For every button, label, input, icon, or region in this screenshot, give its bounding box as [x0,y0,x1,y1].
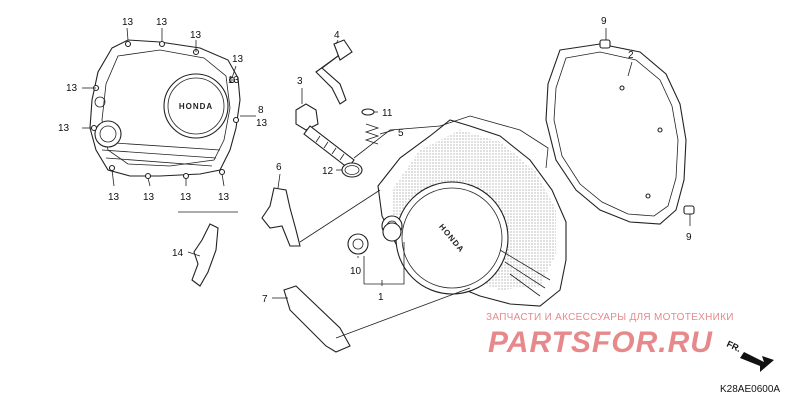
oil-filler-cap [295,103,355,169]
callout-13: 13 [256,118,268,129]
watermark: ЗАПЧАСТИ И АКСЕССУАРЫ ДЛЯ МОТОТЕХНИКИ PA… [486,312,734,359]
callout-13: 13 [143,192,155,203]
right-crankcase-cover: HONDA [377,115,567,307]
inset-brand-label: HONDA [179,102,213,111]
watermark-tagline: ЗАПЧАСТИ И АКСЕССУАРЫ ДЛЯ МОТОТЕХНИКИ [486,312,734,323]
oil-seal [347,233,369,255]
callout-13: 13 [108,192,120,203]
callout-13: 13 [58,123,70,134]
front-label: FR. [725,339,742,354]
spring-washer [361,108,375,116]
callout-1: 1 [378,292,384,303]
inset-cover-assembly: HONDA [89,39,241,180]
bearing-seal [382,222,402,242]
spring [364,123,380,145]
callout-13: 13 [156,17,168,28]
callout-13: 13 [122,17,134,28]
callout-14: 14 [172,248,184,259]
dowel-pin-upper [599,39,611,49]
callout-2: 2 [628,50,634,61]
callout-6: 6 [276,162,282,173]
callout-13: 13 [232,54,244,65]
callout-3: 3 [297,76,303,87]
front-arrow-icon [740,352,774,372]
callout-9: 9 [686,232,692,243]
callout-5: 5 [398,128,404,139]
callout-13: 13 [190,30,202,41]
diagram-code: K28AE0600A [720,384,780,395]
leader-lines [82,27,691,339]
callout-labels: 13 13 13 13 13 13 13 13 13 13 13 13 8 4 … [58,16,692,305]
callout-4: 4 [334,30,340,41]
callout-7: 7 [262,294,268,305]
o-ring [341,162,363,178]
bracket-7 [283,285,351,353]
callout-13: 13 [218,192,230,203]
bracket-6 [261,187,301,247]
watermark-logo: PARTSFOR.RU [488,326,713,359]
clutch-lever-rod [315,39,353,105]
callout-13: 13 [180,192,192,203]
callout-13: 13 [66,83,78,94]
callout-9: 9 [601,16,607,27]
callout-8: 8 [258,105,264,116]
callout-13: 13 [228,75,240,86]
dowel-pin-lower [683,205,695,215]
callout-11: 11 [382,108,393,119]
callout-10: 10 [350,266,362,277]
cover-gasket [545,43,687,225]
bracket-14 [191,223,219,287]
callout-12: 12 [322,166,334,177]
front-indicator: FR. [725,339,774,372]
